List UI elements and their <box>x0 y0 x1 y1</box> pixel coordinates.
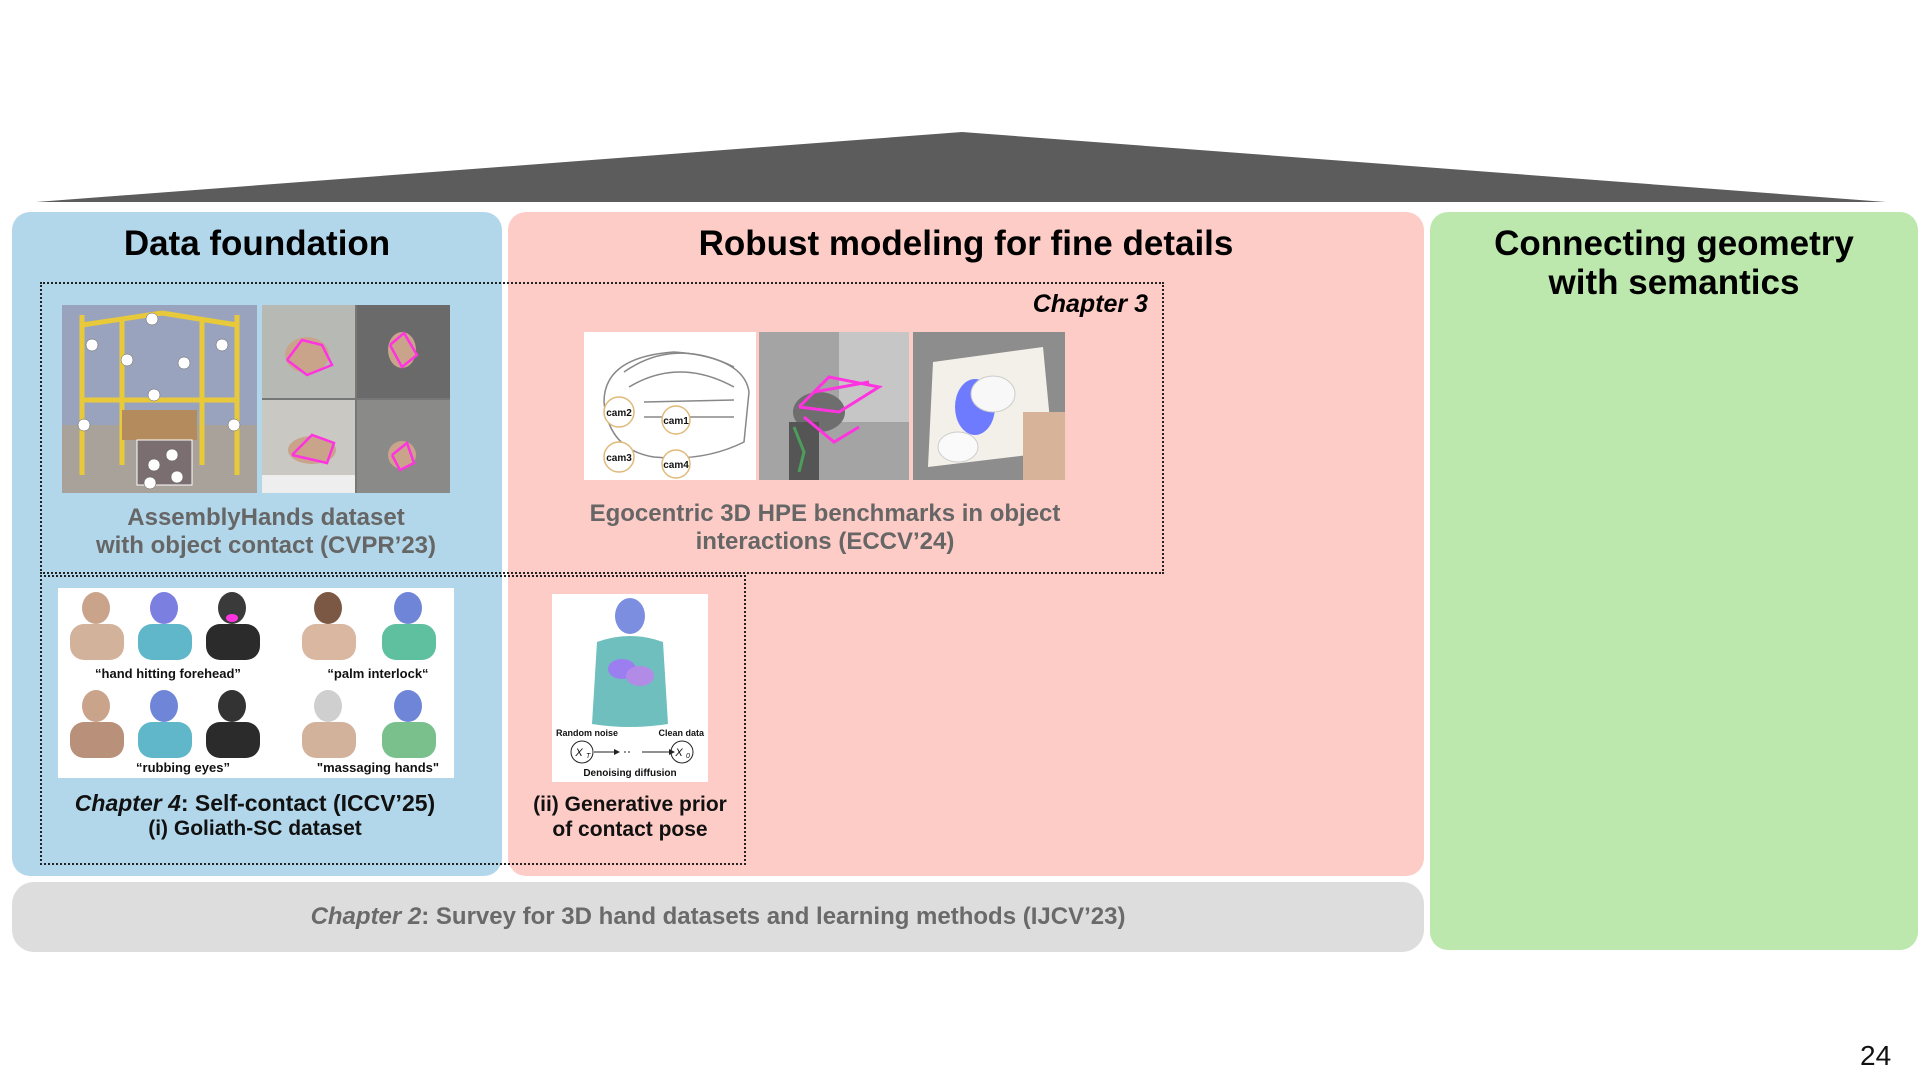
xt-subscript: T <box>586 753 591 760</box>
assemblyhands-hands-grid <box>262 305 450 493</box>
assemblyhands-caption-line1: AssemblyHands dataset <box>127 504 405 531</box>
chapter4-title: Chapter 4: Self-contact (ICCV’25) <box>40 790 470 816</box>
cam4-label: cam4 <box>663 460 689 471</box>
data-foundation-title: Data foundation <box>123 224 391 263</box>
page-number: 24 <box>1860 1040 1892 1071</box>
survey-bar: Chapter 2: Survey for 3D hand datasets a… <box>12 882 1424 952</box>
connecting-semantics-title: Connecting geometry with semantics <box>1430 224 1918 302</box>
chapter4-caption: Chapter 4: Self-contact (ICCV’25) (i) Go… <box>40 790 470 842</box>
cam2-label: cam2 <box>606 408 632 419</box>
pose-label-rubbing-eyes: “rubbing eyes” <box>136 760 230 775</box>
x0-symbol: X <box>674 747 683 759</box>
roof-shape <box>36 132 1886 202</box>
headset-camera-diagram: cam2 cam1 cam3 cam4 <box>584 332 756 480</box>
random-noise-label: Random noise <box>556 728 618 738</box>
goliath-dataset-caption: (i) Goliath-SC dataset <box>148 817 362 840</box>
chapter4-word: Chapter 4 <box>74 790 181 816</box>
generative-prior-image: Random noise Clean data X T X 0 Denoisin… <box>552 594 708 782</box>
assemblyhands-rig-image <box>62 305 257 493</box>
cam1-label: cam1 <box>663 416 689 427</box>
goliath-sc-image-grid: “hand hitting forehead” “palm interlock“… <box>58 588 454 778</box>
egocentric-caption-line1: Egocentric 3D HPE benchmarks in object <box>589 500 1061 527</box>
generative-prior-caption: (ii) Generative prior of contact pose <box>510 792 750 842</box>
chapter3-label: Chapter 3 <box>1032 290 1148 318</box>
egocentric-hand-pose-image <box>759 332 909 480</box>
pose-label-massaging-hands: "massaging hands" <box>317 760 439 775</box>
cam3-label: cam3 <box>606 453 632 464</box>
x0-subscript: 0 <box>686 753 690 760</box>
chapter4-title-rest: : Self-contact (ICCV’25) <box>180 790 436 816</box>
survey-text-rest: : Survey for 3D hand datasets and learni… <box>421 903 1126 930</box>
connecting-title-line1: Connecting geometry <box>1494 224 1854 263</box>
survey-chapter-word: Chapter 2 <box>310 903 422 930</box>
assemblyhands-caption: AssemblyHands dataset with object contac… <box>40 504 492 560</box>
xt-symbol: X <box>574 747 583 759</box>
generative-prior-line2: of contact pose <box>552 818 708 841</box>
egocentric-hand-mesh-image <box>913 332 1065 480</box>
pose-label-hand-hitting-forehead: “hand hitting forehead” <box>95 666 241 681</box>
assemblyhands-caption-line2: with object contact (CVPR’23) <box>95 532 437 559</box>
egocentric-caption-line2: interactions (ECCV’24) <box>695 528 955 555</box>
chapter4-box <box>40 575 746 865</box>
chapter3-box <box>40 282 1164 574</box>
egocentric-caption: Egocentric 3D HPE benchmarks in object i… <box>560 500 1090 556</box>
pose-label-palm-interlock: “palm interlock“ <box>327 666 428 681</box>
generative-prior-line1: (ii) Generative prior <box>533 793 727 816</box>
robust-modeling-title: Robust modeling for fine details <box>698 224 1234 263</box>
connecting-semantics-panel <box>1430 212 1918 950</box>
denoising-diffusion-label: Denoising diffusion <box>583 768 676 779</box>
clean-data-label: Clean data <box>658 728 705 738</box>
connecting-title-line2: with semantics <box>1548 263 1800 302</box>
survey-text: Chapter 2: Survey for 3D hand datasets a… <box>311 903 1126 931</box>
